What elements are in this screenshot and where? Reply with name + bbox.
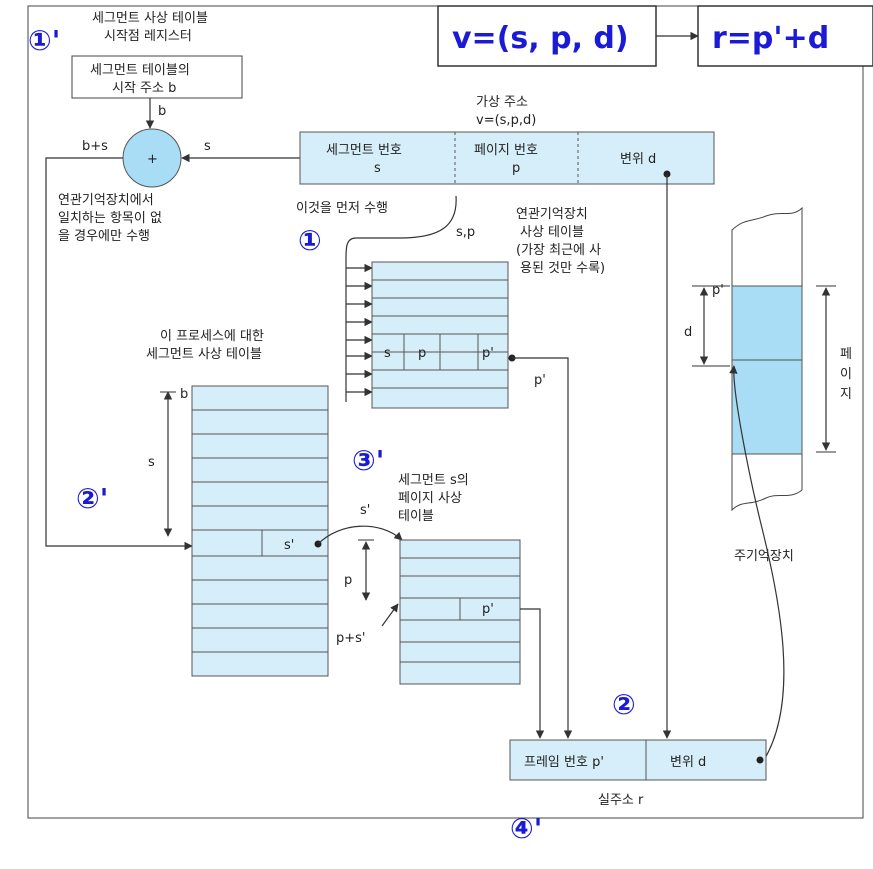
vaddr-title-1: 가상 주소 [476, 95, 528, 110]
mem-page-v-3: 지 [840, 387, 852, 402]
page-map-table [399, 539, 521, 685]
vaddr-seg-num-2: s [374, 161, 381, 176]
assoc-note-1: 연관기억장치에서 [58, 193, 154, 208]
label-pprime-assoc: p' [534, 373, 546, 388]
real-address-label: 실주소 r [598, 793, 644, 808]
formula-r-box [697, 5, 873, 67]
assoc-note-2: 일치하는 항목이 없 [58, 211, 162, 226]
assoc-title-4: 용된 것만 수록) [520, 261, 605, 276]
formula-v: v=(s, p, d) [452, 21, 629, 56]
page-cell-pp: p' [482, 602, 494, 617]
assoc-title-3: (가장 최근에 사 [516, 243, 601, 258]
mem-page-v-2: 이 [840, 367, 852, 382]
marker-1: ① [298, 224, 322, 257]
vaddr-offset: 변위 d [620, 152, 656, 167]
vaddr-page-num-1: 페이지 번호 [474, 143, 538, 158]
seg-table-b: b [180, 387, 188, 402]
page-table-p: p [344, 573, 352, 588]
page-table-p-plus-sprime: p+s' [336, 631, 366, 646]
assoc-cell-s: s [384, 346, 391, 361]
frame-number: 프레임 번호 p' [524, 755, 604, 770]
memory-page-block [731, 285, 803, 455]
seg-table-s: s [148, 455, 155, 470]
assoc-title-2: 사상 테이블 [520, 225, 584, 240]
assoc-cell-pp: p' [482, 346, 494, 361]
seg-cell-sprime: s' [284, 538, 294, 553]
seg-reg-title-1: 세그먼트 사상 테이블 [92, 11, 208, 26]
label-b-plus-s: b+s [82, 139, 108, 154]
mem-page-v-1: 페 [840, 347, 852, 362]
assoc-search-arrows [346, 263, 373, 397]
real-address-box [509, 739, 767, 781]
seg-reg-title-2: 시작점 레지스터 [104, 29, 192, 44]
page-title-3: 테이블 [398, 509, 434, 524]
adder-plus: + [147, 152, 158, 167]
frame-offset: 변위 d [670, 755, 706, 770]
assoc-cell-p: p [418, 346, 426, 361]
seg-table-start-2: 시작 주소 b [112, 81, 176, 96]
assoc-title-1: 연관기억장치 [516, 207, 588, 222]
label-s-adder: s [204, 139, 211, 154]
marker-1-prime: ①' [28, 24, 60, 57]
vaddr-page-num-2: p [512, 161, 520, 176]
label-b-top: b [158, 104, 166, 119]
seg-table-start-box [71, 55, 243, 99]
marker-3-prime: ③' [352, 444, 384, 477]
vaddr-title-2: v=(s,p,d) [476, 113, 536, 128]
assoc-note-3: 을 경우에만 수행 [58, 228, 150, 244]
seg-table-start-1: 세그먼트 테이블의 [90, 63, 190, 78]
page-title-2: 페이지 사상 [398, 491, 462, 506]
first-do-label: 이것을 먼저 수행 [296, 200, 388, 216]
mem-pp: p' [712, 283, 724, 298]
page-title-1: 세그먼트 s의 [398, 473, 469, 488]
label-sp: s,p [456, 225, 475, 240]
mem-d: d [684, 325, 692, 340]
formula-v-box [437, 5, 657, 67]
proc-title-2: 세그먼트 사상 테이블 [146, 347, 262, 362]
proc-title-1: 이 프로세스에 대한 [160, 329, 264, 344]
marker-2-prime: ②' [76, 482, 108, 515]
assoc-table [371, 261, 509, 409]
marker-4-prime: ④' [510, 812, 542, 845]
main-memory-label: 주기억장치 [734, 549, 794, 564]
segment-map-table [191, 385, 329, 677]
vaddr-seg-num-1: 세그먼트 번호 [326, 143, 402, 158]
label-sprime: s' [360, 503, 370, 518]
formula-r: r=p'+d [712, 21, 829, 56]
marker-2: ② [612, 688, 636, 721]
vaddr-box [299, 131, 715, 185]
